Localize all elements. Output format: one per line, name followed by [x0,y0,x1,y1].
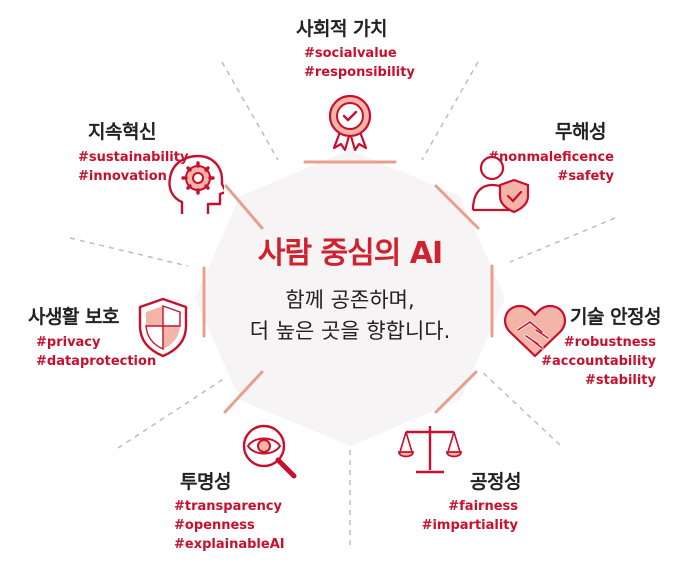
octagon-edge-highlights [202,160,494,414]
tag: #transparency [174,499,283,514]
award-medal-icon [328,94,372,152]
tag-list-technical-stability: #robustness #accountability #stability [541,333,656,390]
shield-icon [138,297,188,358]
center-title: 사람 중심의 AI [257,236,443,271]
tag: #openness [174,518,255,533]
head-gear-icon [168,154,224,214]
center-octagon [195,150,505,446]
heart-handshake-icon [503,304,567,358]
tag: #nonmaleficence [488,150,614,165]
tag-list-fairness: #fairness #impartiality [422,497,518,535]
category-title-fairness: 공정성 [470,471,521,493]
tag-list-sustainable-innovation: #sustainability #innovation [78,148,188,186]
tag: #sustainability [78,150,189,165]
tag: #privacy [36,335,101,350]
tag: #stability [585,373,656,388]
tag: #innovation [78,169,167,184]
category-title-privacy: 사생활 보호 [28,306,120,328]
tag: #explainableAI [174,537,285,552]
balance-scale-icon [398,426,462,474]
category-title-social-value: 사회적 가치 [296,18,388,40]
tag-list-harmlessness: #nonmaleficence #safety [488,148,614,186]
tag: #dataprotection [36,354,157,369]
eye-magnifier-icon [242,424,297,479]
tag: #fairness [448,499,518,514]
category-title-sustainable-innovation: 지속혁신 [88,121,156,143]
tag: #accountability [541,354,656,369]
tag: #impartiality [421,518,518,533]
tag: #robustness [563,335,656,350]
tag-list-transparency: #transparency #openness #explainableAI [174,497,285,554]
category-title-transparency: 투명성 [180,471,231,493]
dashed-spokes [69,61,616,548]
category-title-technical-stability: 기술 안정성 [570,306,662,328]
center-subtitle-line2: 더 높은 곳을 향합니다. [249,319,451,343]
tag-list-social-value: #socialvalue #responsibility [304,44,415,82]
center-subtitle: 함께 공존하며, 더 높은 곳을 향합니다. [200,285,500,347]
category-title-harmlessness: 무해성 [555,121,606,143]
center-subtitle-line1: 함께 공존하며, [285,288,415,312]
tag: #socialvalue [304,46,397,61]
tag-list-privacy: #privacy #dataprotection [36,333,156,371]
tag: #safety [557,169,614,184]
tag: #responsibility [304,65,415,80]
user-shield-icon [471,155,530,214]
